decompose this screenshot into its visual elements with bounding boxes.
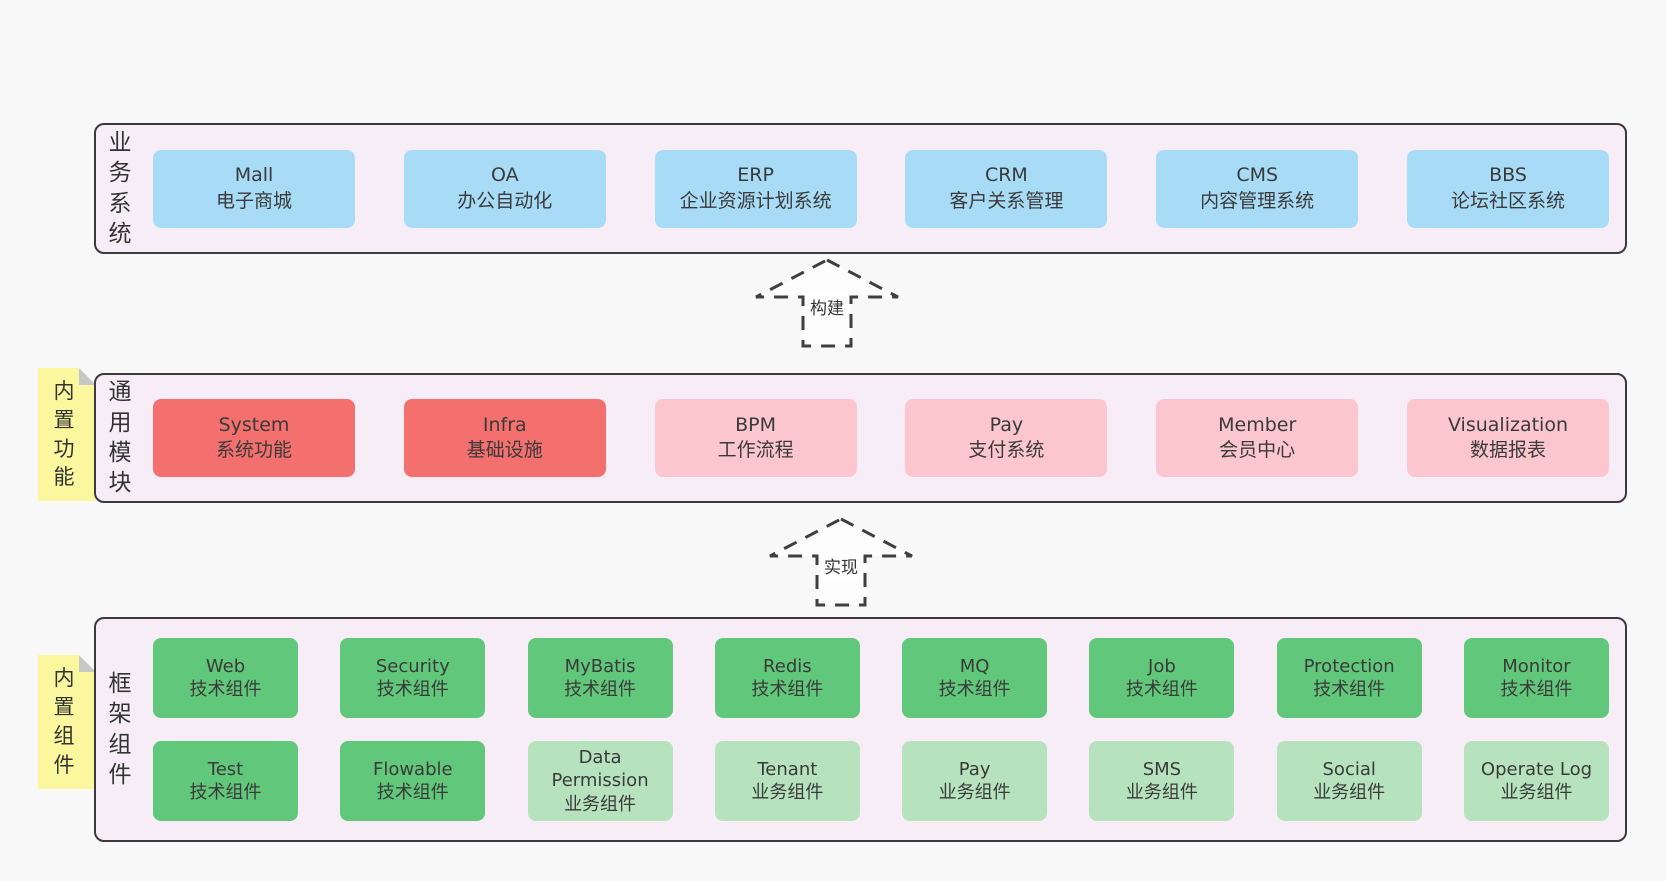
box-bpm: BPM 工作流程 bbox=[654, 399, 857, 477]
box-mq-component: MQ 技术组件 bbox=[902, 638, 1048, 718]
sticky-note-label: 内置组件 bbox=[53, 666, 75, 777]
framework-components-row-2: Test 技术组件 Flowable 技术组件 Data Permission … bbox=[153, 741, 1609, 821]
framework-components-row-1: Web 技术组件 Security 技术组件 MyBatis 技术组件 Redi… bbox=[153, 638, 1609, 718]
box-system: System 系统功能 bbox=[153, 399, 355, 477]
band-side-label: 通用模块 bbox=[108, 379, 132, 497]
box-flowable-component: Flowable 技术组件 bbox=[340, 741, 486, 821]
box-member: Member 会员中心 bbox=[1156, 399, 1359, 477]
box-data-permission-component: Data Permission 业务组件 bbox=[527, 741, 673, 821]
box-social-component: Social 业务组件 bbox=[1276, 741, 1422, 821]
sticky-note-built-in-features: 内置功能 bbox=[38, 368, 96, 501]
box-visualization: Visualization 数据报表 bbox=[1406, 399, 1609, 477]
box-cms: CMS 内容管理系统 bbox=[1156, 149, 1359, 228]
build-arrow: 构建 bbox=[752, 257, 902, 349]
box-security-component: Security 技术组件 bbox=[340, 638, 486, 718]
implement-arrow: 实现 bbox=[766, 516, 916, 608]
box-infra: Infra 基础设施 bbox=[403, 399, 606, 477]
box-protection-component: Protection 技术组件 bbox=[1276, 638, 1422, 718]
box-bbs: BBS 论坛社区系统 bbox=[1406, 149, 1609, 228]
box-mybatis-component: MyBatis 技术组件 bbox=[527, 638, 673, 718]
box-test-component: Test 技术组件 bbox=[153, 741, 298, 821]
sticky-note-built-in-components: 内置组件 bbox=[38, 655, 96, 789]
box-operate-log-component: Operate Log 业务组件 bbox=[1463, 741, 1609, 821]
box-pay-module: Pay 支付系统 bbox=[905, 399, 1108, 477]
box-oa: OA 办公自动化 bbox=[403, 149, 606, 228]
common-modules-band: 通用模块 System 系统功能 Infra 基础设施 BPM 工作流程 Pay… bbox=[94, 373, 1627, 503]
build-arrow-label: 构建 bbox=[806, 293, 848, 320]
box-web-component: Web 技术组件 bbox=[153, 638, 298, 718]
business-systems-boxes: Mall 电子商城 OA 办公自动化 ERP 企业资源计划系统 CRM 客户关系… bbox=[153, 149, 1609, 228]
box-job-component: Job 技术组件 bbox=[1089, 638, 1235, 718]
band-side-label: 框架组件 bbox=[108, 670, 132, 788]
box-tenant-component: Tenant 业务组件 bbox=[714, 741, 860, 821]
sticky-note-label: 内置功能 bbox=[53, 378, 75, 490]
common-modules-boxes: System 系统功能 Infra 基础设施 BPM 工作流程 Pay 支付系统… bbox=[153, 399, 1609, 477]
box-redis-component: Redis 技术组件 bbox=[714, 638, 860, 718]
business-systems-band: 业务系统 Mall 电子商城 OA 办公自动化 ERP 企业资源计划系统 CRM… bbox=[94, 123, 1627, 254]
box-mall: Mall 电子商城 bbox=[153, 149, 355, 228]
box-pay-component: Pay 业务组件 bbox=[902, 741, 1048, 821]
framework-components-band: 框架组件 Web 技术组件 Security 技术组件 MyBatis 技术组件… bbox=[94, 617, 1627, 842]
implement-arrow-label: 实现 bbox=[820, 552, 862, 579]
band-side-label: 业务系统 bbox=[108, 129, 132, 247]
box-crm: CRM 客户关系管理 bbox=[905, 149, 1108, 228]
box-erp: ERP 企业资源计划系统 bbox=[654, 149, 857, 228]
box-sms-component: SMS 业务组件 bbox=[1089, 741, 1235, 821]
framework-components-grid: Web 技术组件 Security 技术组件 MyBatis 技术组件 Redi… bbox=[153, 638, 1609, 821]
box-monitor-component: Monitor 技术组件 bbox=[1463, 638, 1609, 718]
